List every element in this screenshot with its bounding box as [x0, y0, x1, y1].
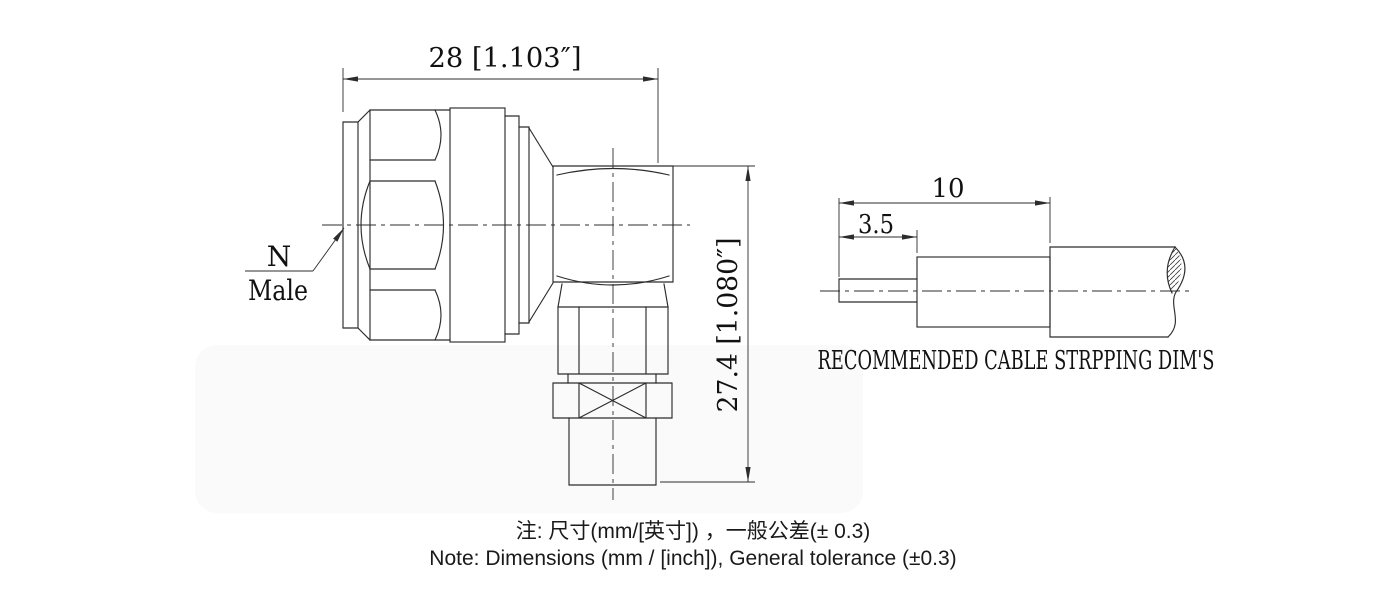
note-line-zh: 注: 尺寸(mm/[英寸]) ，一般公差(± 0.3) — [515, 520, 871, 543]
dimensions — [245, 68, 1051, 483]
cable-jacket — [1049, 246, 1176, 338]
cable-pin-dimension-text: 3.5 — [858, 210, 894, 240]
centerlines — [322, 148, 1192, 500]
cable-center-pin — [838, 278, 918, 303]
cable-cut-face-hatch — [1167, 247, 1182, 293]
coupling-nut-arcs — [360, 109, 445, 341]
connector-view — [342, 107, 674, 486]
coupling-nut-flats — [369, 159, 436, 291]
lower-port-body — [568, 417, 657, 486]
cable-braid — [916, 256, 1051, 328]
body-disc — [504, 115, 520, 335]
lower-step-ring — [567, 373, 657, 384]
cable-overall-dimension-text: 10 — [931, 174, 964, 204]
notes-block: 注: 尺寸(mm/[英寸]) ，一般公差(± 0.3) Note: Dimens… — [0, 518, 1386, 572]
elbow-block — [552, 165, 674, 283]
width-dimension-text: 28 [1.103″] — [429, 43, 582, 74]
drawing-texts: 28 [1.103″] 27.4 [1.080″] N Male 10 3.5 … — [248, 43, 1215, 413]
cable-view-caption: RECOMMENDED CABLE STRPPING DIM'S — [818, 346, 1215, 376]
flange-chamfers — [357, 109, 371, 341]
lower-neck — [557, 283, 669, 308]
connector-extension-lines — [342, 68, 755, 483]
watermark-blob — [195, 345, 863, 513]
cable-stripping-view — [838, 246, 1186, 338]
label-leader-line — [312, 227, 345, 272]
knurl-band — [449, 107, 506, 343]
body-cone — [528, 127, 554, 323]
cable-cut-face-arc — [1166, 246, 1176, 294]
cable-break-line — [1167, 246, 1186, 338]
lower-hex-section — [557, 306, 669, 375]
body-ring — [518, 126, 530, 324]
coupling-nut-outline — [369, 109, 451, 341]
note-line-en: Note: Dimensions (mm / [inch]), General … — [429, 547, 957, 570]
connector-type-label-line2: Male — [248, 274, 308, 307]
elbow-block-arcs — [556, 167, 670, 286]
connector-type-label-line1: N — [267, 240, 292, 273]
height-dimension-text: 27.4 [1.080″] — [713, 238, 744, 413]
lower-knurl-crossed-box — [552, 382, 673, 419]
